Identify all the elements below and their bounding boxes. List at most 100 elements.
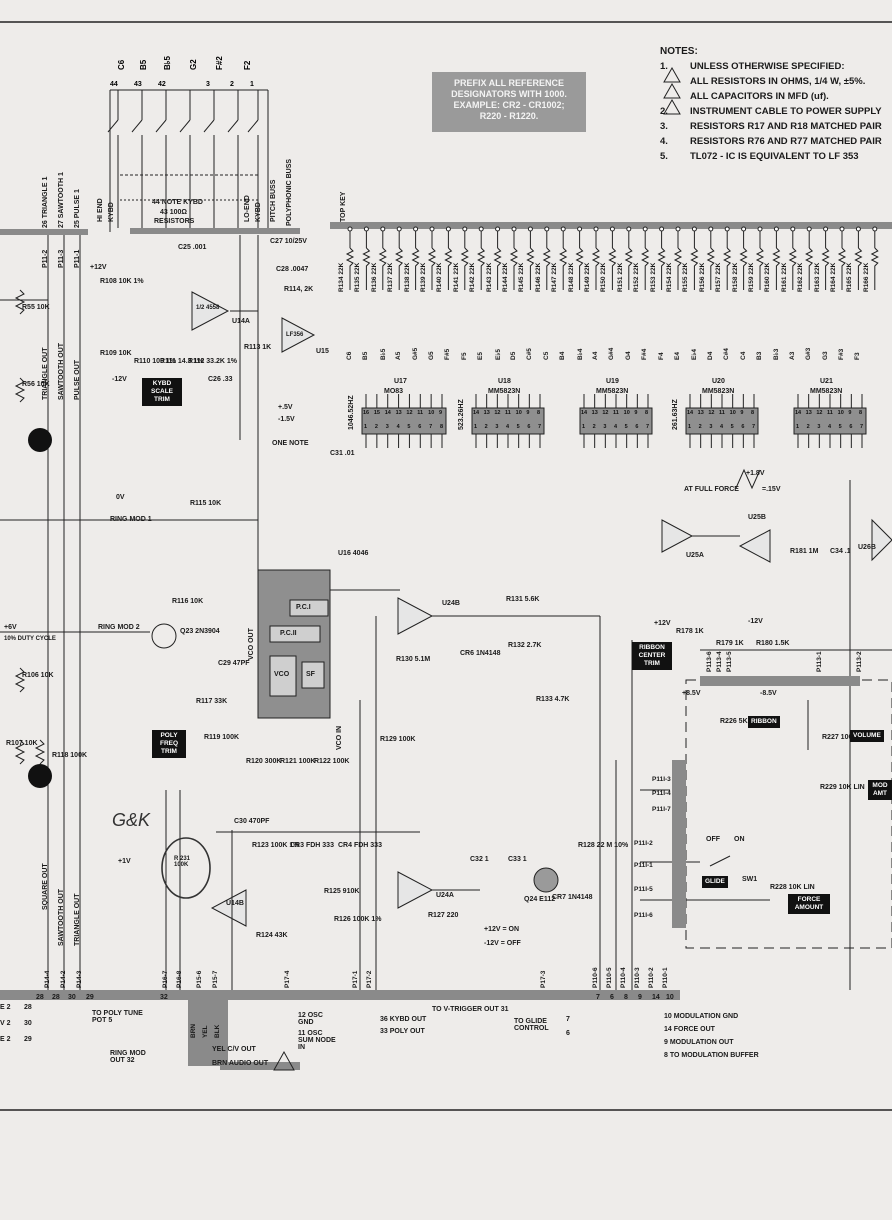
square-out-label: SQUARE OUT xyxy=(42,863,49,910)
chip-ref: U19 xyxy=(606,378,619,385)
u14b-label: U14B xyxy=(226,900,244,907)
rail-p5: +.5V xyxy=(278,404,293,411)
chip-pin: 11 xyxy=(505,410,511,416)
key-resistor-label: R151 22K xyxy=(616,262,624,292)
bottom-p-label: P110-4 xyxy=(620,967,627,988)
sawtooth-out-bottom-label: SAWTOOTH OUT xyxy=(58,888,65,946)
key-note-label: B♭3 xyxy=(773,348,781,360)
key-note-label: A3 xyxy=(788,351,796,360)
chip-pin: 7 xyxy=(429,424,433,430)
r120-label: R120 300K xyxy=(246,758,282,765)
chip-pin: 10 xyxy=(729,410,736,416)
to-glide-label: TO GLIDE CONTROL xyxy=(514,1018,549,1032)
r229-label: R229 10K LIN xyxy=(820,784,865,791)
chip-pin: 7 xyxy=(646,424,650,430)
force-ramp-icon xyxy=(735,468,761,490)
r112-label: R112 33.2K 1% xyxy=(188,358,238,365)
note-2-ref-triangle xyxy=(273,1050,295,1071)
hole-punch-top xyxy=(28,428,52,452)
r178-label: R178 1K xyxy=(676,628,704,635)
top-pin-label: 43 xyxy=(134,81,142,88)
note-row: 1.UNLESS OTHERWISE SPECIFIED: xyxy=(660,59,892,74)
chip-pin: 6 xyxy=(635,424,639,430)
key-resistor-label: R152 22K xyxy=(633,262,641,292)
r119-label: R119 100K xyxy=(204,734,240,741)
u16-pc1 xyxy=(289,599,329,617)
chip-pin: 8 xyxy=(751,410,755,416)
chip-pin: 5 xyxy=(838,424,842,430)
r231-label: R 231 100K xyxy=(174,856,191,868)
r124-label: R124 43K xyxy=(256,932,288,939)
chip-part: MM5823N xyxy=(596,388,629,395)
mod-pin-label: 9 xyxy=(638,994,642,1001)
wire-color-label: YEL xyxy=(202,1025,209,1038)
prefix-line: EXAMPLE: CR2 - CR1002; xyxy=(453,100,565,110)
bottom-p-label: P16-7 xyxy=(162,970,169,988)
p11-1-label: P11-1 xyxy=(74,249,81,268)
top-note-label: G2 xyxy=(189,59,198,70)
key-note-label: F5 xyxy=(460,352,468,360)
r108-label: R108 10K 1% xyxy=(100,278,144,285)
note-text: INSTRUMENT CABLE TO POWER SUPPLY xyxy=(690,106,882,117)
cr6-label: CR6 1N4148 xyxy=(460,650,501,657)
mod-output-item: 14 FORCE OUT xyxy=(664,1026,715,1033)
key-resistor-label: R144 22K xyxy=(502,262,509,292)
key-note-label: E4 xyxy=(674,352,681,360)
chip-pin: 9 xyxy=(848,410,852,416)
key-resistor-label: R165 22K xyxy=(846,262,854,292)
key-resistor-label: R149 22K xyxy=(584,262,591,292)
u25a-label: U25A xyxy=(686,552,704,559)
right-p-label: P11I-7 xyxy=(652,806,671,813)
chip-pin: 9 xyxy=(526,410,530,416)
bottom-p-label: P110-3 xyxy=(634,967,641,988)
right-p-label: P11I-2 xyxy=(634,840,653,847)
mod-output-item: 9 MODULATION OUT xyxy=(664,1039,734,1046)
chip-pin: 9 xyxy=(439,410,443,416)
r118-label: R118 100K xyxy=(52,752,88,759)
v18-label: +1.8V xyxy=(746,470,765,477)
chip-pin: 12 xyxy=(708,410,715,416)
chip-pin: 6 xyxy=(849,424,853,430)
q23-transistor xyxy=(151,623,177,649)
bottom-pin-label: 30 xyxy=(68,994,76,1001)
chip-ref: U17 xyxy=(394,378,407,385)
cr7-label: CR7 1N4148 xyxy=(552,894,593,901)
c25-label: C25 .001 xyxy=(178,244,207,251)
bottom-p-label: P110-2 xyxy=(648,967,655,988)
key-resistor-label: R161 22K xyxy=(780,262,788,292)
chip-pin: 2 xyxy=(806,424,810,430)
triangle1-label: 26 TRIANGLE 1 xyxy=(42,176,49,228)
chip-pin: 7 xyxy=(752,424,756,430)
key-resistor-label: R138 22K xyxy=(403,262,411,292)
kybd-bus-bar xyxy=(130,228,300,234)
note-text: UNLESS OTHERWISE SPECIFIED: xyxy=(690,61,845,72)
chip-pin: 12 xyxy=(494,410,501,416)
chip-pin: 13 xyxy=(697,410,704,416)
note-text: RESISTORS R76 AND R77 MATCHED PAIR xyxy=(690,136,882,147)
chip-pin: 12 xyxy=(406,410,413,416)
ring-mod2-label: RING MOD 2 xyxy=(98,624,140,631)
bottom-p-label: P110-5 xyxy=(606,967,613,988)
chip-pin: 2 xyxy=(592,424,596,430)
c28-label: C28 .0047 xyxy=(276,266,309,273)
p113-left-label: P113-4 xyxy=(716,651,723,672)
r127-label: R127 220 xyxy=(428,912,459,919)
u26b-label: U26B xyxy=(858,544,876,551)
key-note-label: D4 xyxy=(706,351,714,360)
middle-wiring xyxy=(100,235,892,990)
chip-ref: U20 xyxy=(712,378,725,385)
p113-left-label: P113-5 xyxy=(726,651,733,672)
left-edge-1: E 2 xyxy=(0,1004,11,1011)
top-pin-label: 3 xyxy=(206,81,210,88)
note-number: 5. xyxy=(660,151,668,162)
key-note-label: C#5 xyxy=(526,348,534,360)
rail-m15: -1.5V xyxy=(278,416,295,423)
mod-pin-label: 14 xyxy=(652,994,660,1001)
top-note-label: C6 xyxy=(117,59,126,70)
left-bus-bar xyxy=(0,229,88,235)
chip-freq: 523.26HZ xyxy=(458,399,465,430)
vco-out-label: VCO OUT xyxy=(248,628,255,660)
off-label: OFF xyxy=(706,836,720,843)
